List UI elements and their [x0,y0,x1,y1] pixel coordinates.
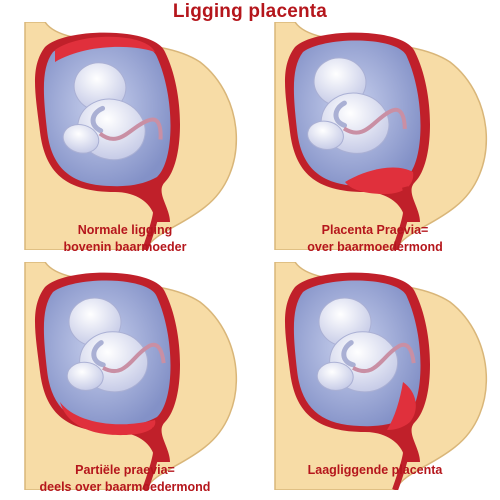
placenta [60,402,156,436]
caption-normal-line2: bovenin baarmoeder [63,240,187,254]
diagram-title: Ligging placenta [172,1,328,22]
uterus-illustration-normal [24,22,238,250]
uterus-illustration-partial [24,262,238,490]
panel-normal [5,22,245,250]
placenta [55,36,155,62]
panel-low-lying [255,262,495,490]
caption-normal-line1: Normale ligging [77,223,173,237]
caption-low-lying-line1: Laagliggende placenta [307,463,443,477]
caption-praevia-line1: Placenta Praevia= [321,223,429,237]
caption-low-lying: Laagliggende placenta [255,462,495,479]
caption-partial-praevia: Partiële praevia= deels over baarmoederm… [5,462,245,496]
panel-praevia [255,22,495,250]
uterus-illustration-praevia [274,22,488,250]
caption-praevia: Placenta Praevia= over baarmoedermond [255,222,495,256]
placenta [345,167,414,194]
caption-partial-line2: deels over baarmoedermond [39,480,211,494]
panel-partial-praevia [5,262,245,490]
caption-normal: Normale ligging bovenin baarmoeder [5,222,245,256]
caption-partial-line1: Partiële praevia= [75,463,175,477]
caption-praevia-line2: over baarmoedermond [307,240,443,254]
uterus-illustration-low-lying [274,262,488,490]
placenta [387,382,416,430]
